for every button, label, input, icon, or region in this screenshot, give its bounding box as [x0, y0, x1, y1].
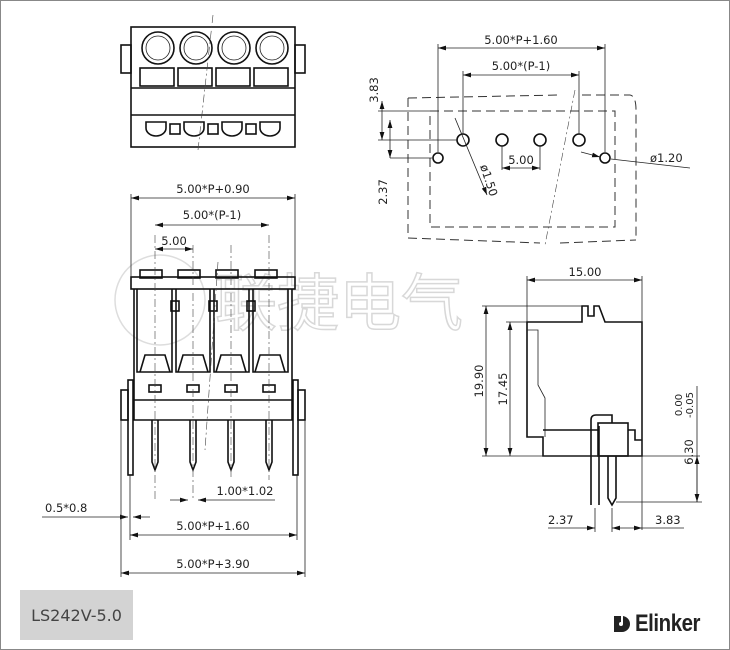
dim-pin-span: 5.00*P+1.60: [176, 519, 250, 533]
dim-pin-right: 3.83: [655, 513, 681, 527]
dim-front-pitch: 5.00: [161, 234, 187, 248]
dim-pcb-offset-row: 2.37: [376, 179, 390, 205]
dim-pcb-pitch-span: 5.00*(P-1): [492, 59, 550, 73]
dim-pin-size: 1.00*1.02: [217, 484, 274, 498]
dim-pcb-pitch: 5.00: [508, 153, 534, 167]
tol-upper: 0.00: [674, 394, 685, 416]
pcb-layout-view: 5.00*P+1.60 5.00*(P-1) 5.00 3.83 2.37 ø1…: [367, 33, 691, 246]
dim-plate: 0.5*0.8: [45, 501, 87, 515]
top-view: [120, 14, 306, 151]
dim-hole-small: ø1.20: [650, 151, 683, 165]
elinker-logo-icon: [614, 614, 630, 632]
dim-pin-length: 6.30: [682, 439, 696, 465]
dim-pcb-overall: 5.00*P+1.60: [484, 33, 558, 47]
tol-lower: -0.05: [685, 392, 696, 418]
pin: [151, 420, 273, 473]
dim-pin-left: 2.37: [548, 513, 574, 527]
brand-logo: Elinker: [612, 610, 712, 638]
dim-front-pitch-span: 5.00*(P-1): [183, 208, 241, 222]
watermark: 联捷电气: [114, 254, 464, 346]
side-view: 15.00 19.90 17.45 6.30 0.00 -0.05 2.37 3…: [472, 265, 702, 532]
part-number-label: LS242V-5.0: [20, 590, 133, 640]
dim-side-height-body: 17.45: [496, 373, 510, 406]
front-view: 5.00*P+0.90 5.00*(P-1) 5.00 1.00*1.02 0.…: [42, 182, 306, 577]
dim-total: 5.00*P+3.90: [176, 557, 250, 571]
dim-side-height-total: 19.90: [472, 365, 486, 398]
brand-name: Elinker: [635, 610, 701, 637]
dim-front-overall: 5.00*P+0.90: [176, 182, 250, 196]
dim-side-width: 15.00: [569, 265, 602, 279]
dim-pcb-offset-top: 3.83: [367, 77, 381, 103]
